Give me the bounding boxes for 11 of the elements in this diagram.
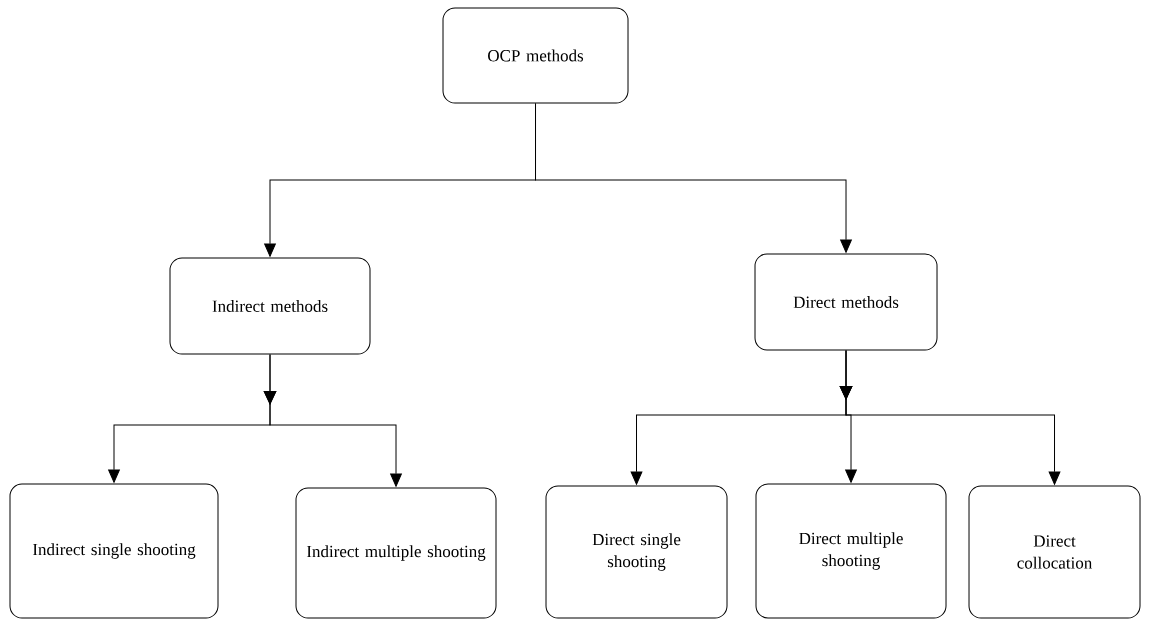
process-box: Direct single shooting	[545, 485, 728, 619]
process-box: Direct methods	[754, 253, 938, 351]
process-box: Indirect single shooting	[9, 483, 219, 619]
process-box: Direct multiple shooting	[755, 483, 947, 619]
process-box: Indirect methods	[169, 257, 371, 355]
arrow	[263, 354, 402, 487]
arrow	[535, 103, 852, 253]
process-box: OCP methods	[442, 7, 629, 104]
process-box: Indirect multiple shooting	[295, 487, 497, 619]
arrow	[839, 350, 1061, 485]
process-box: Direct collocation	[968, 485, 1141, 619]
